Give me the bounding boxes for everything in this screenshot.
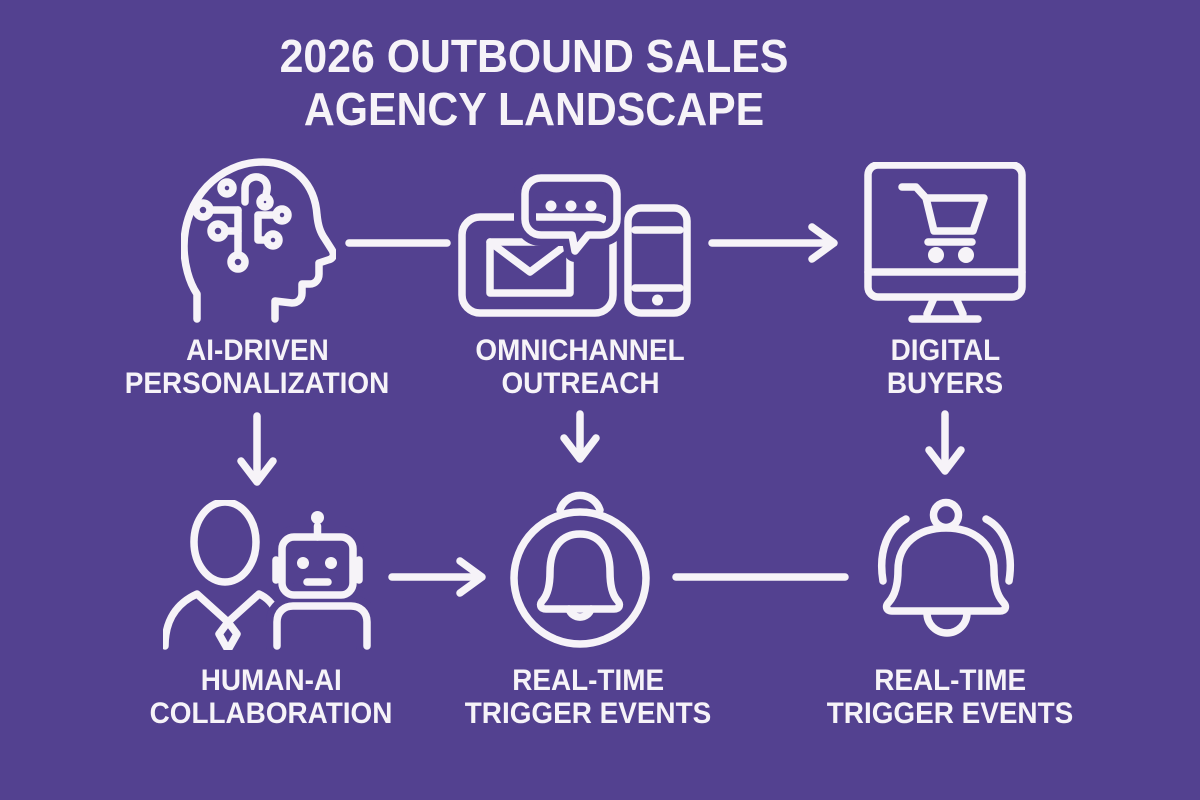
monitor-shopping-cart-icon xyxy=(860,162,1030,327)
email-chat-phone-icon xyxy=(456,168,692,320)
connector-humanai-to-bell-arrow xyxy=(388,557,486,597)
person-robot-icon xyxy=(163,500,371,650)
robot-head xyxy=(266,511,371,650)
label-digital-buyers: DIGITAL BUYERS xyxy=(886,334,1004,400)
label-real-time-trigger-events-right: REAL-TIME TRIGGER EVENTS xyxy=(826,664,1074,730)
title-line-2: AGENCY LANDSCAPE xyxy=(303,83,765,135)
label-human-ai-collaboration: HUMAN-AI COLLABORATION xyxy=(149,664,393,730)
connector-omnichannel-to-buyers-arrow xyxy=(708,223,838,263)
bell-in-circle-icon xyxy=(505,484,655,654)
label-ai-driven-personalization: AI-DRIVEN PERSONALIZATION xyxy=(124,334,390,400)
connector-down-arrow-left xyxy=(237,412,277,486)
label-real-time-trigger-events-center: REAL-TIME TRIGGER EVENTS xyxy=(464,664,712,730)
label-omnichannel-outreach: OMNICHANNEL OUTREACH xyxy=(475,334,685,400)
connector-down-arrow-right xyxy=(925,410,965,475)
ringing-bell-icon xyxy=(870,495,1020,640)
title-line-1: 2026 OUTBOUND SALES xyxy=(279,30,789,82)
page-title: 2026 OUTBOUND SALES AGENCY LANDSCAPE xyxy=(260,30,807,136)
connector-down-arrow-center xyxy=(560,410,600,463)
ai-head-circuit-icon xyxy=(181,158,336,326)
